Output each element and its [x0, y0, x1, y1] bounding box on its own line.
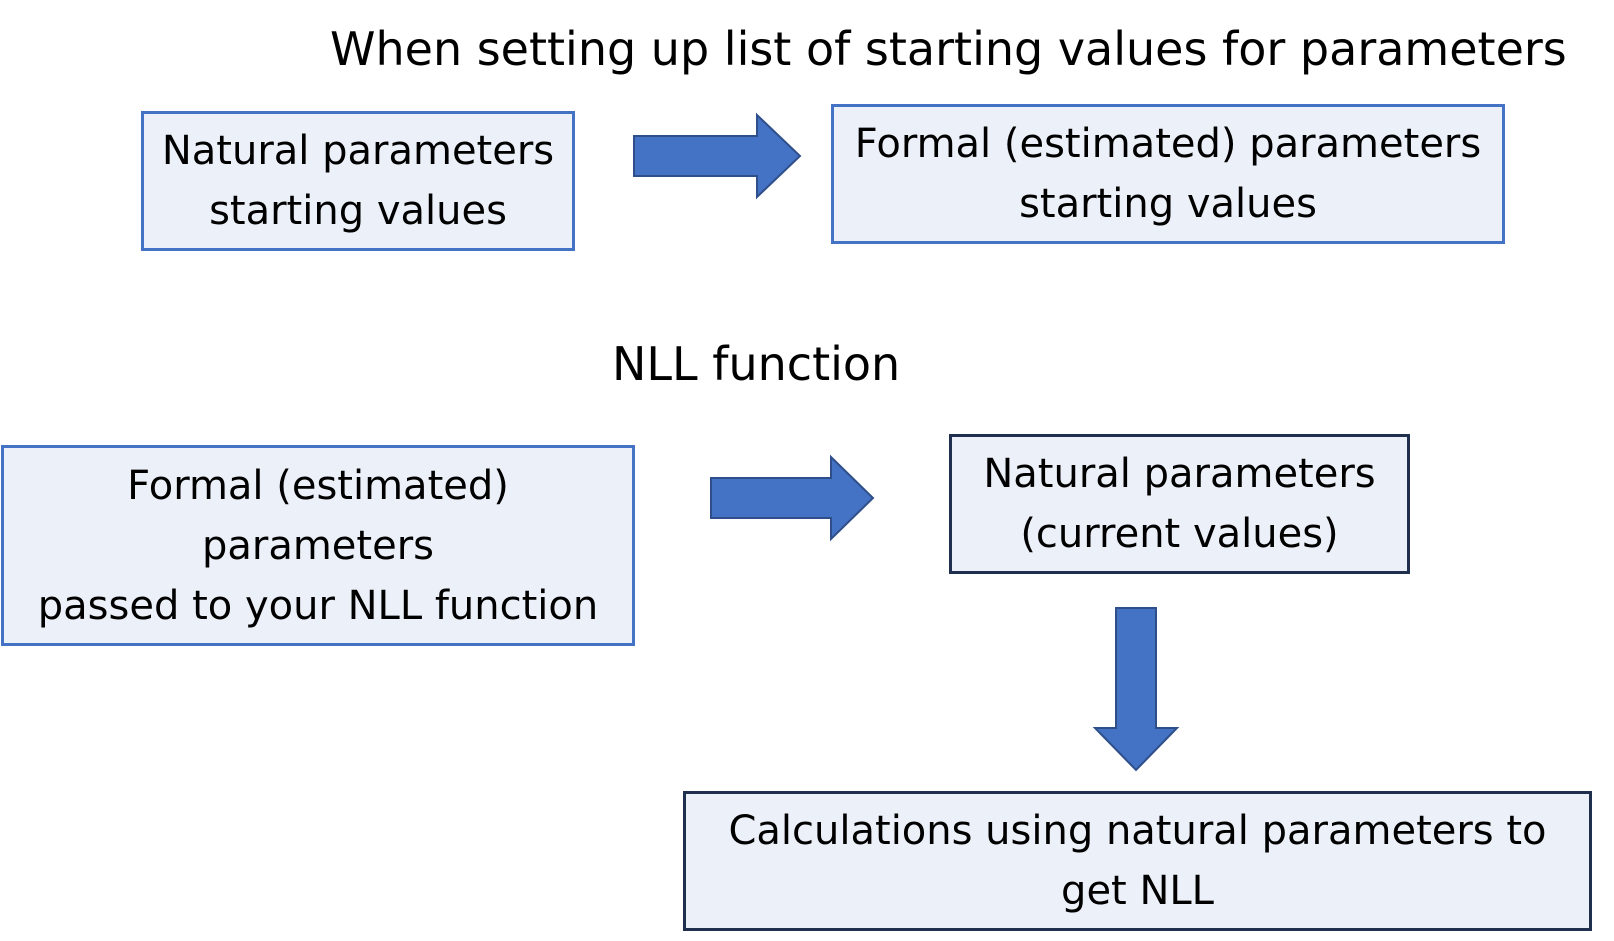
formal-parameters-passed-line3: passed to your NLL function — [37, 582, 599, 629]
natural-parameters-starting-line1: Natural parameters — [161, 128, 555, 174]
formal-parameters-starting-line1: Formal (estimated) parameters — [854, 121, 1482, 167]
starting-values-heading: When setting up list of starting values … — [330, 22, 1567, 76]
right-arrow-icon — [633, 112, 802, 200]
natural-parameters-current-line1: Natural parameters — [983, 451, 1376, 497]
natural-parameters-starting-line2: starting values — [209, 188, 507, 234]
natural-parameters-current-box: Natural parameters (current values) — [949, 434, 1410, 574]
formal-parameters-passed-box: Formal (estimated) parameters passed to … — [1, 445, 635, 646]
formal-parameters-passed-line1: Formal (estimated) — [127, 462, 509, 509]
formal-parameters-passed-line2: parameters — [201, 522, 434, 569]
formal-parameters-starting-line2: starting values — [1019, 181, 1317, 227]
down-arrow-icon — [1092, 607, 1180, 772]
natural-parameters-current-line2: (current values) — [1020, 511, 1339, 557]
calculations-nll-box: Calculations using natural parameters to… — [683, 791, 1592, 931]
natural-parameters-starting-box: Natural parameters starting values — [141, 111, 575, 251]
calculations-nll-line1: Calculations using natural parameters to — [728, 808, 1547, 854]
formal-parameters-starting-box: Formal (estimated) parameters starting v… — [831, 104, 1505, 244]
right-arrow-icon — [710, 454, 875, 542]
nll-function-heading: NLL function — [612, 337, 901, 391]
calculations-nll-line2: get NLL — [1061, 868, 1214, 914]
